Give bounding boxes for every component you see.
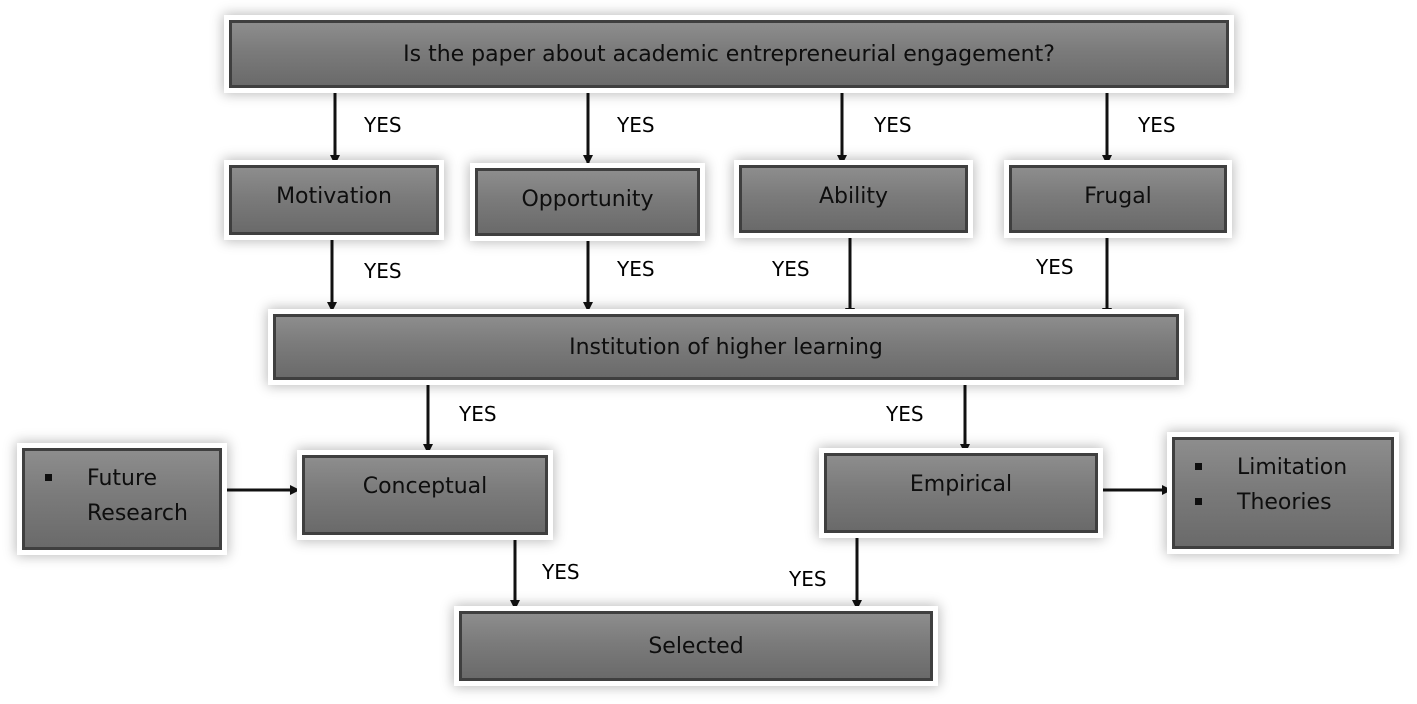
note-limitation: Limitation [1189,450,1347,485]
yes-label-ability-institution: YES [772,257,810,281]
institution-box: Institution of higher learning [273,314,1179,380]
yes-label-conceptual: YES [459,402,497,426]
yes-label-motivation-institution: YES [364,259,402,283]
empirical-box: Empirical [824,453,1098,533]
motivation-label: Motivation [276,184,392,209]
motivation-box: Motivation [229,165,439,235]
yes-label-motivation: YES [364,113,402,137]
yes-label-opportunity-institution: YES [617,257,655,281]
yes-label-frugal: YES [1138,113,1176,137]
selected-label: Selected [648,633,744,659]
yes-label-conceptual-selected: YES [542,560,580,584]
institution-label: Institution of higher learning [569,334,883,360]
yes-label-empirical-selected: YES [789,567,827,591]
yes-label-frugal-institution: YES [1036,255,1074,279]
yes-label-opportunity: YES [617,113,655,137]
frugal-box: Frugal [1009,165,1227,233]
yes-label-empirical: YES [886,402,924,426]
conceptual-box: Conceptual [302,455,548,535]
ability-box: Ability [739,165,968,233]
ability-label: Ability [819,184,888,209]
yes-label-ability: YES [874,113,912,137]
note-future-research: Future Research [39,461,189,531]
note-theories: Theories [1189,485,1347,520]
question-box: Is the paper about academic entrepreneur… [229,20,1229,88]
frugal-label: Frugal [1084,184,1152,209]
conceptual-notes-box: Future Research [22,448,222,550]
question-text: Is the paper about academic entrepreneur… [403,41,1055,67]
conceptual-label: Conceptual [362,474,488,499]
empirical-label: Empirical [909,472,1013,497]
empirical-notes-list: Limitation Theories [1189,450,1347,520]
empirical-notes-box: Limitation Theories [1172,437,1394,549]
conceptual-notes-list: Future Research [39,461,189,531]
opportunity-label: Opportunity [521,187,654,212]
opportunity-box: Opportunity [475,168,700,236]
selected-box: Selected [459,611,933,681]
